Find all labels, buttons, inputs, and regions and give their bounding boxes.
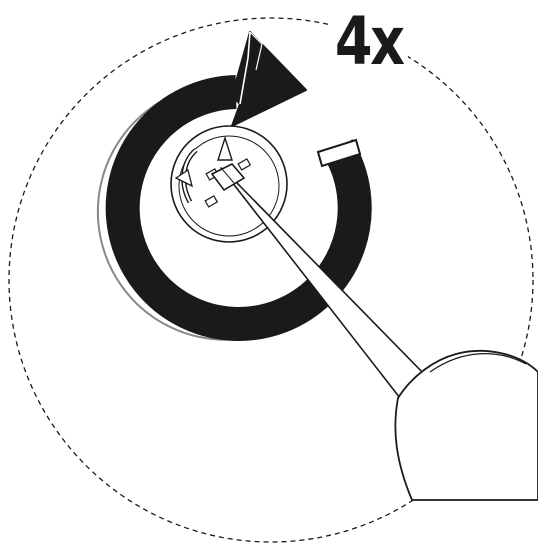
rotation-count-label: 4x <box>330 2 407 82</box>
